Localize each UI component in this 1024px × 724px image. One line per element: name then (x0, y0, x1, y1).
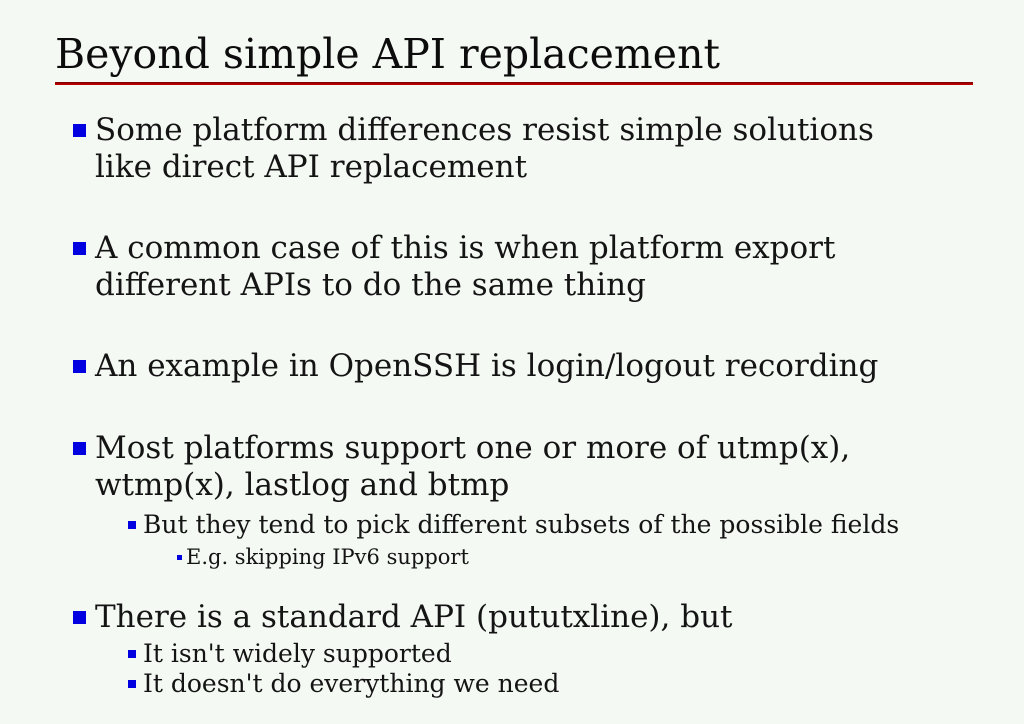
square-bullet-icon (128, 650, 136, 658)
bullet-text: A common case of this is when platform e… (95, 230, 836, 303)
square-bullet-icon (73, 124, 86, 137)
square-bullet-icon (73, 442, 86, 455)
square-bullet-icon (73, 611, 86, 624)
bullet-text: An example in OpenSSH is login/logout re… (95, 348, 879, 384)
bullet-text: Most platforms support one or more of ut… (95, 430, 851, 503)
bullet-text: There is a standard API (pututxline), bu… (95, 599, 733, 635)
bullet-list: Some platform differences resist simple … (0, 112, 1024, 699)
bullet-item-sub: But they tend to pick different subsets … (0, 510, 1024, 540)
bullet-item-sub: It isn't widely supported (0, 639, 1024, 669)
bullet-item: A common case of this is when platform e… (0, 230, 1024, 304)
square-bullet-icon (177, 555, 182, 560)
square-bullet-icon (128, 680, 136, 688)
title-underline (55, 82, 973, 85)
square-bullet-icon (73, 242, 86, 255)
page-title: Beyond simple API replacement (55, 30, 720, 78)
bullet-item: Some platform differences resist simple … (0, 112, 1024, 186)
bullet-text: Some platform differences resist simple … (95, 112, 874, 185)
bullet-item: An example in OpenSSH is login/logout re… (0, 348, 1024, 385)
bullet-item-sub: It doesn't do everything we need (0, 669, 1024, 699)
bullet-item: There is a standard API (pututxline), bu… (0, 599, 1024, 636)
bullet-text: E.g. skipping IPv6 support (186, 545, 469, 569)
bullet-text: But they tend to pick different subsets … (143, 510, 900, 539)
bullet-item-subsub: E.g. skipping IPv6 support (0, 544, 1024, 571)
bullet-text: It isn't widely supported (143, 639, 452, 668)
bullet-item: Most platforms support one or more of ut… (0, 430, 1024, 504)
bullet-text: It doesn't do everything we need (143, 669, 560, 698)
square-bullet-icon (73, 360, 86, 373)
square-bullet-icon (128, 521, 136, 529)
